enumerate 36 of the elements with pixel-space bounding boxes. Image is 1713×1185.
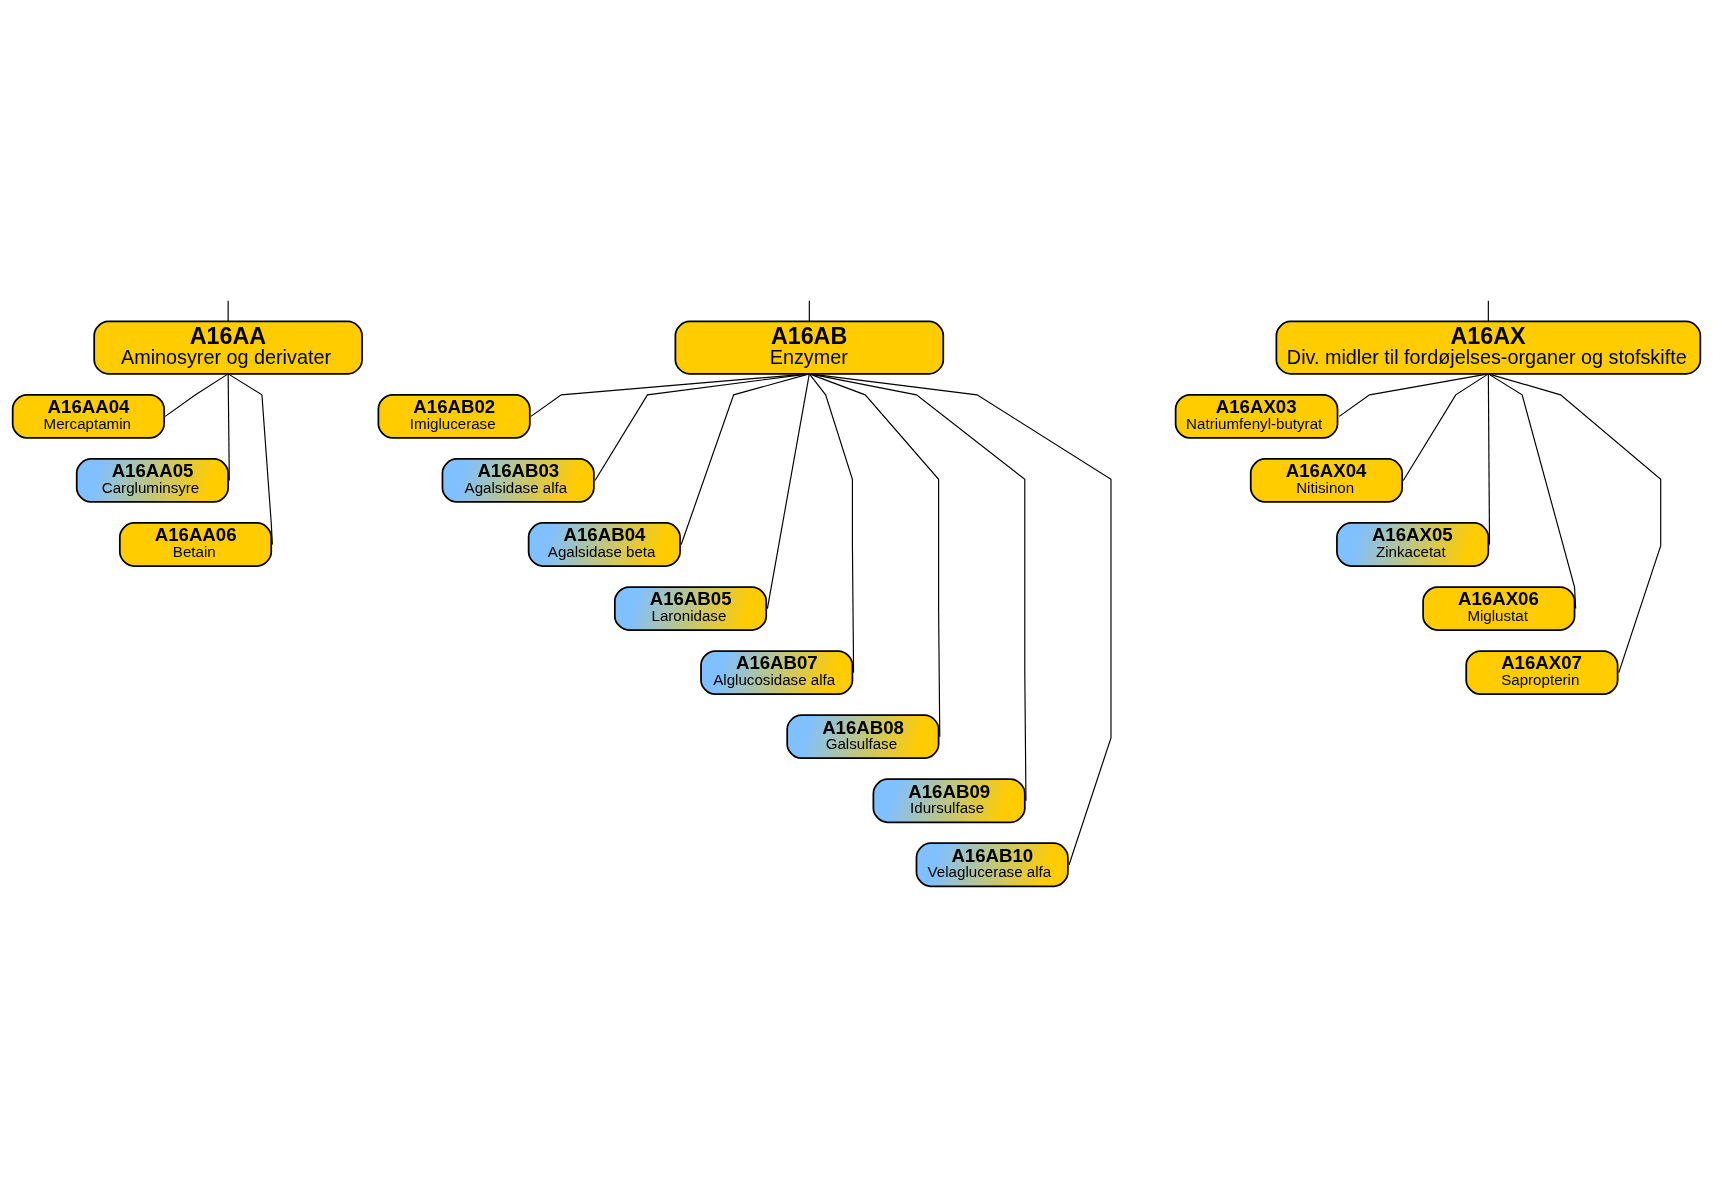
node-box: A16AA05 Cargluminsyre — [75, 457, 229, 503]
connector — [1487, 299, 1489, 322]
connector — [766, 372, 810, 609]
node-box: A16AX05 Zinkacetat — [1336, 521, 1490, 567]
node-box: A16AX07 Sapropterin — [1465, 649, 1619, 695]
node-box: A16AA Aminosyrer og derivater — [93, 320, 363, 375]
node-box: A16AA04 Mercaptamin — [11, 393, 165, 439]
connector — [227, 372, 273, 545]
connector — [808, 372, 1027, 801]
connector — [1402, 372, 1489, 481]
connector — [164, 372, 229, 417]
connector — [680, 372, 810, 545]
connector — [1487, 372, 1577, 609]
node-box: A16AB04 Agalsidase beta — [527, 521, 681, 567]
node-box: A16AX06 Miglustat — [1422, 585, 1576, 631]
node-box: A16AB09 Idursulfase — [872, 777, 1026, 823]
node-box: A16AX04 Nitisinon — [1249, 457, 1404, 503]
connector — [1487, 372, 1662, 673]
connector — [1338, 372, 1489, 417]
connector — [808, 299, 810, 322]
connector — [808, 372, 1112, 865]
connector — [808, 372, 941, 737]
node-box: A16AB07 Alglucosidase alfa — [700, 649, 854, 695]
node-box: A16AX03 Natriumfenyl-butyrat — [1174, 393, 1339, 439]
connector — [1487, 372, 1491, 545]
connector — [227, 299, 229, 322]
node-box: A16AA06 Betain — [118, 521, 273, 567]
connector — [227, 372, 230, 481]
node-box: A16AB Enzymer — [674, 320, 945, 375]
node-box: A16AB05 Laronidase — [613, 585, 768, 631]
connector — [808, 372, 855, 673]
node-box: A16AB02 Imiglucerase — [377, 393, 531, 439]
node-box: A16AB10 Velaglucerase alfa — [915, 841, 1069, 887]
node-box: A16AX Div. midler til fordøjelses-organer og stofskifte — [1275, 320, 1702, 375]
node-box: A16AB08 Galsulfase — [786, 713, 940, 759]
node-box: A16AB03 Agalsidase alfa — [441, 457, 595, 503]
